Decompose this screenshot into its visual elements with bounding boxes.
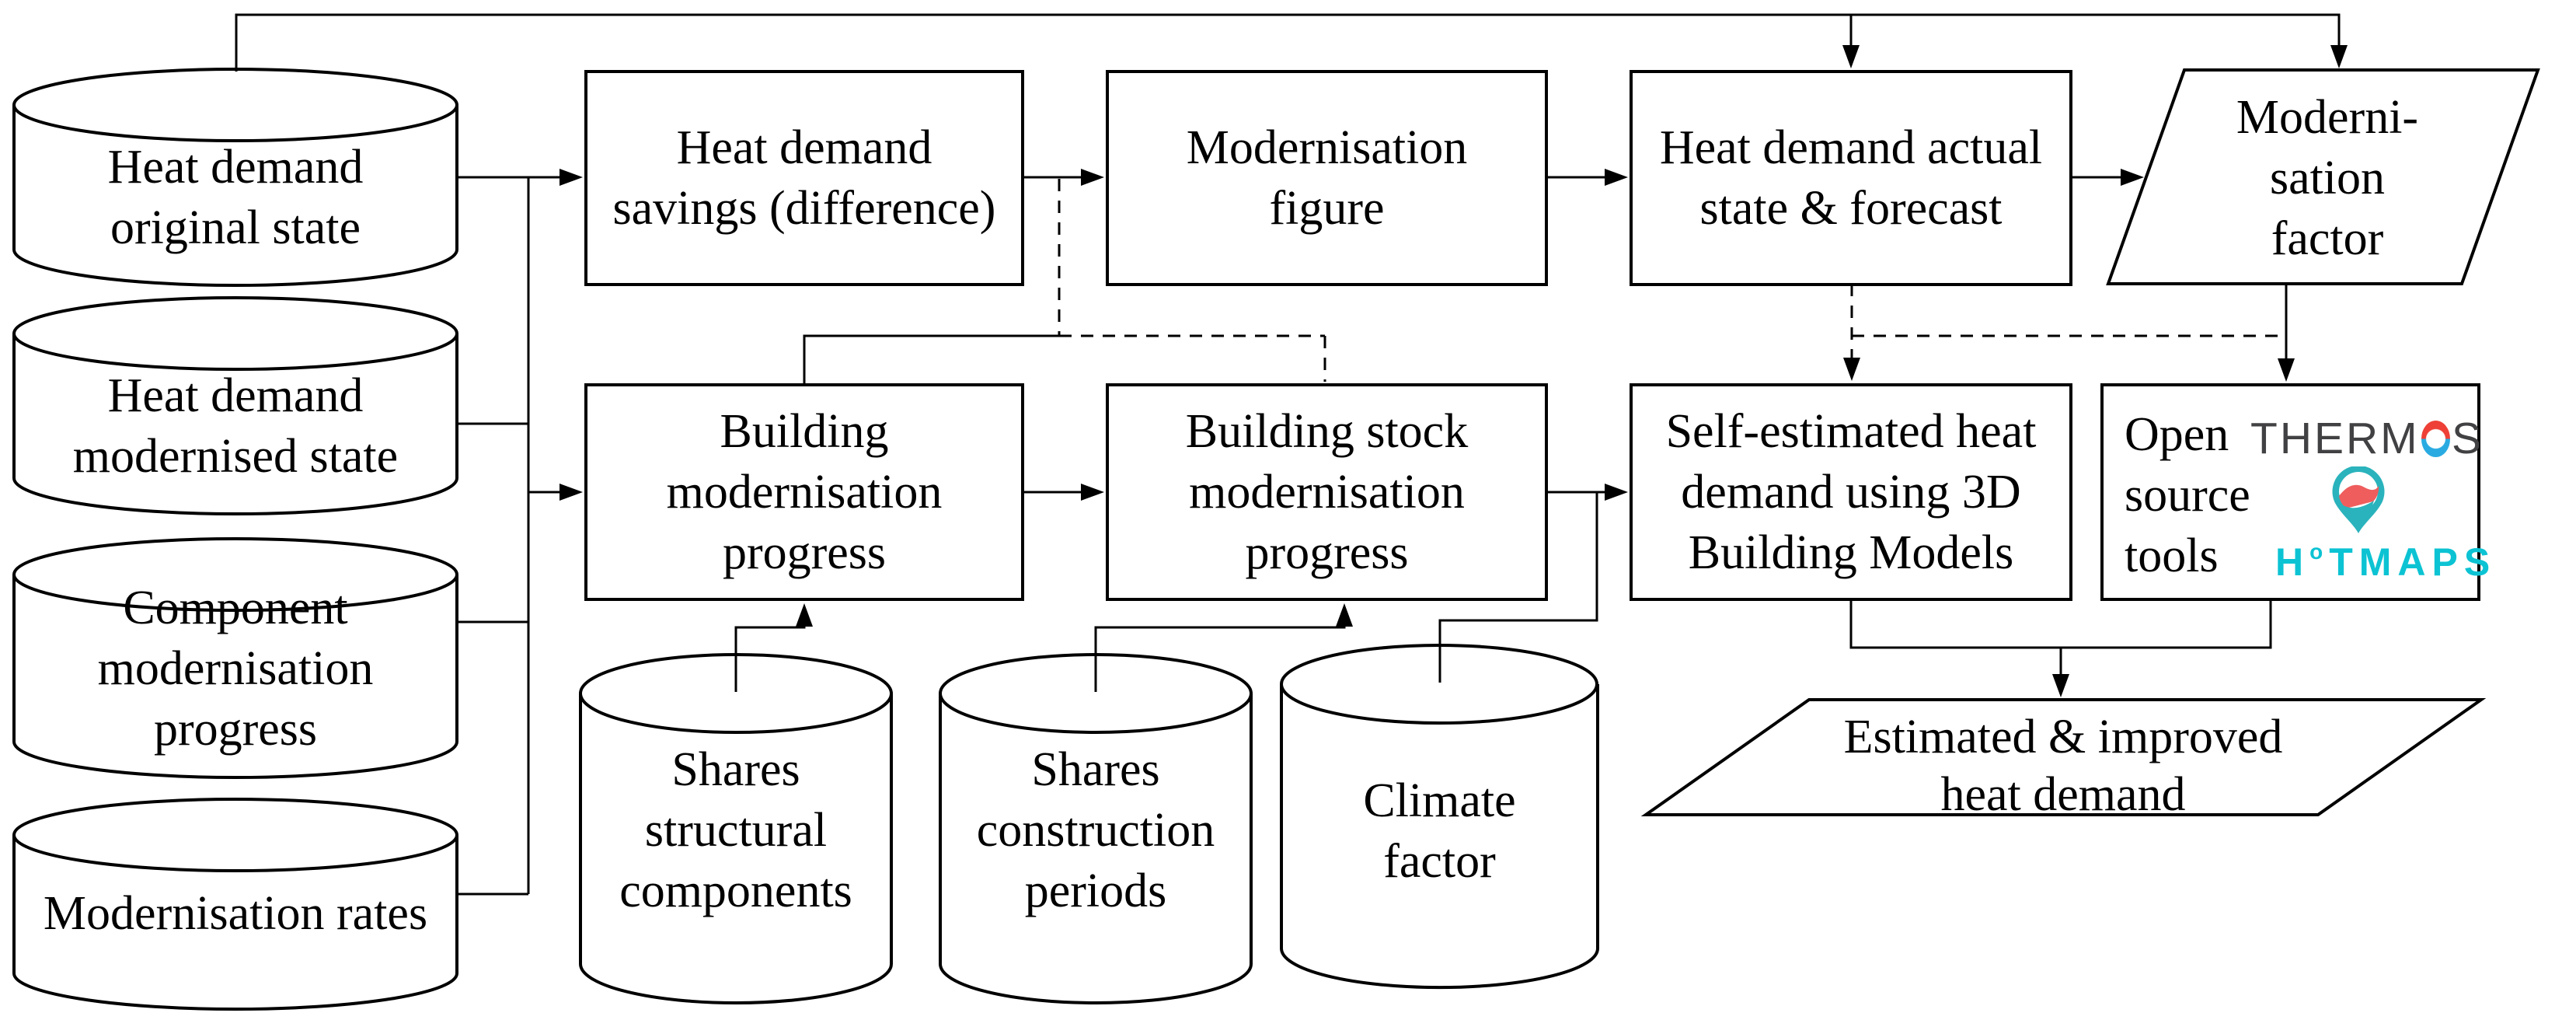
hotmaps-degree-icon: o	[2309, 540, 2330, 564]
process-heat-demand-actual: Heat demand actual state & forecast	[1630, 70, 2072, 286]
cylinder-heat-demand-modernised	[12, 296, 458, 515]
arrow-into-self-estimated-top	[1843, 358, 1860, 381]
process-building-modernisation-label: Building modernisation progress	[666, 405, 943, 579]
arrow-into-open-source-top	[2278, 358, 2295, 382]
thermos-logo-suffix: S	[2451, 414, 2484, 463]
process-open-source-tools-label: Open source tools	[2125, 408, 2250, 582]
parallelogram-modernisation-factor	[2106, 68, 2540, 285]
process-modernisation-figure: Modernisation figure	[1106, 70, 1548, 286]
thermos-o-icon	[2421, 420, 2450, 457]
arrow-into-self-estimated	[1605, 484, 1628, 501]
datastore-heat-demand-original-label: Heat demand original state	[107, 141, 364, 254]
arrow-construction-up	[1336, 603, 1353, 627]
datastore-component-modernisation-label: Component modernisation progress	[97, 582, 374, 756]
climate-factor-riser	[1438, 492, 1598, 683]
cylinder-climate-factor	[1280, 644, 1599, 990]
hotmaps-logo-suffix: TMAPS	[2329, 540, 2497, 584]
cylinder-modernisation-rates	[12, 798, 458, 1011]
solid-connectors	[235, 13, 2341, 896]
process-self-estimated-label: Self-estimated heat demand using 3D Buil…	[1665, 405, 2037, 579]
arrow-into-savings	[559, 169, 583, 186]
hotmaps-pin-icon	[2332, 466, 2385, 533]
merge-to-estimated	[1849, 600, 2272, 678]
datastore-cylinder-shapes	[12, 68, 2540, 1011]
hotmaps-logo-prefix: H	[2275, 540, 2310, 584]
cylinder-shares-construction-periods	[939, 653, 1253, 1004]
arrow-top-into-factor	[2330, 45, 2348, 68]
datastore-shares-construction-label: Shares construction periods	[976, 743, 1215, 917]
arrow-into-actual	[1605, 169, 1628, 186]
thermos-logo: THERM S	[2250, 414, 2484, 463]
cylinder-component-modernisation-progress	[12, 537, 458, 779]
process-modernisation-figure-label: Modernisation figure	[1186, 121, 1468, 235]
arrow-into-building-modernisation	[559, 484, 583, 501]
process-building-stock: Building stock modernisation progress	[1106, 383, 1548, 601]
thermos-logo-prefix: THERM	[2250, 414, 2420, 463]
figure-junction-to-building-top	[803, 334, 1059, 383]
process-self-estimated: Self-estimated heat demand using 3D Buil…	[1630, 383, 2072, 601]
cylinder-shares-structural-components	[579, 653, 893, 1004]
process-building-stock-label: Building stock modernisation progress	[1185, 405, 1469, 579]
datastore-climate-factor-label: Climate factor	[1363, 774, 1516, 888]
dashed-connectors	[1058, 179, 2286, 382]
feedback-top-line	[235, 13, 2341, 72]
hotmaps-logo: HoTMAPS	[2275, 540, 2490, 584]
datastore-heat-demand-modernised-label: Heat demand modernised state	[72, 369, 399, 483]
arrow-into-figure	[1081, 169, 1104, 186]
arrow-top-into-actual	[1842, 45, 1860, 68]
arrowheads	[559, 45, 2348, 697]
process-building-modernisation: Building modernisation progress	[584, 383, 1024, 601]
output-estimated-improved-label: Estimated & improved heat demand	[1843, 711, 2283, 821]
process-heat-demand-actual-label: Heat demand actual state & forecast	[1659, 121, 2043, 235]
arrow-into-building-stock	[1081, 484, 1104, 501]
process-heat-demand-savings-label: Heat demand savings (difference)	[612, 121, 996, 235]
process-open-source-tools	[2100, 383, 2480, 601]
datastore-modernisation-rates-label: Modernisation rates	[43, 887, 428, 940]
arrow-structural-up	[796, 603, 813, 627]
arrow-into-estimated	[2052, 674, 2069, 697]
process-heat-demand-savings: Heat demand savings (difference)	[584, 70, 1024, 286]
datastore-shares-structural-label: Shares structural components	[619, 743, 852, 917]
output-modernisation-factor-label: Moderni- sation factor	[2236, 91, 2419, 265]
parallelogram-estimated-improved	[1640, 698, 2487, 816]
arrow-into-factor	[2121, 169, 2144, 186]
